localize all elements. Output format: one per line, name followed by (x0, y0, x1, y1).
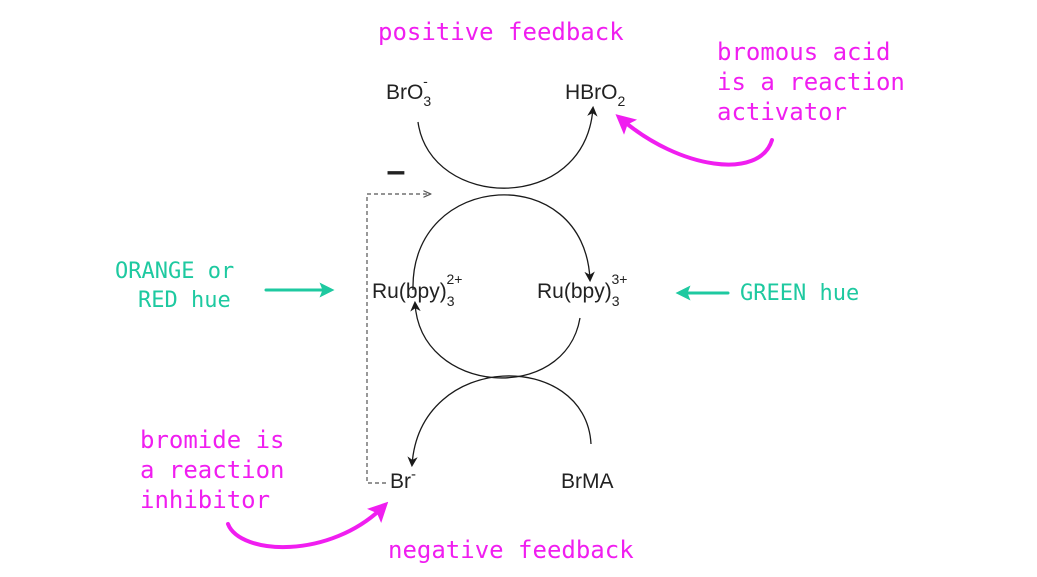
species-bromate: BrO3- (386, 73, 431, 109)
annotation-bromous-acid-activator: bromous acid is a reaction activator (717, 38, 919, 126)
middle-cycle-lower-arc (410, 300, 581, 379)
top-arc (417, 105, 598, 189)
inhibition-sign: – (387, 152, 406, 190)
species-bromous-acid: HBrO2 (565, 81, 626, 109)
species-ruthenium-2plus: Ru(bpy)32+ (372, 271, 462, 309)
species-ruthenium-3plus: Ru(bpy)33+ (537, 271, 627, 309)
annotation-positive-feedback: positive feedback (378, 18, 624, 46)
species-bromomalonic-acid: BrMA (561, 470, 614, 493)
annotation-negative-feedback: negative feedback (388, 536, 634, 564)
middle-cycle-upper-arc (412, 194, 595, 291)
species-bromide: Br- (390, 466, 416, 493)
inhibitor-arrow (226, 501, 389, 550)
bottom-arc (407, 375, 592, 468)
inhibition-dashed-line (366, 194, 430, 484)
annotation-orange-red-hue: ORANGE or RED hue (115, 259, 247, 313)
annotation-bromide-inhibitor: bromide is a reaction inhibitor (140, 426, 299, 514)
activator-arrow (615, 114, 774, 167)
annotation-green-hue: GREEN hue (740, 281, 859, 306)
